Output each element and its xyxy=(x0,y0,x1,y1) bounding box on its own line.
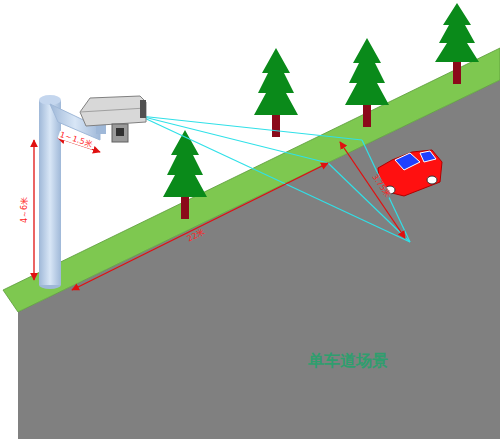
grass-verge xyxy=(3,48,500,312)
camera xyxy=(80,96,146,142)
trees xyxy=(163,3,479,219)
scene-caption: 单车道场景 xyxy=(308,353,388,369)
dimension-lines xyxy=(34,138,405,290)
camera-fov-lines xyxy=(140,116,410,242)
dimension-label: 4～6米 xyxy=(21,196,29,224)
